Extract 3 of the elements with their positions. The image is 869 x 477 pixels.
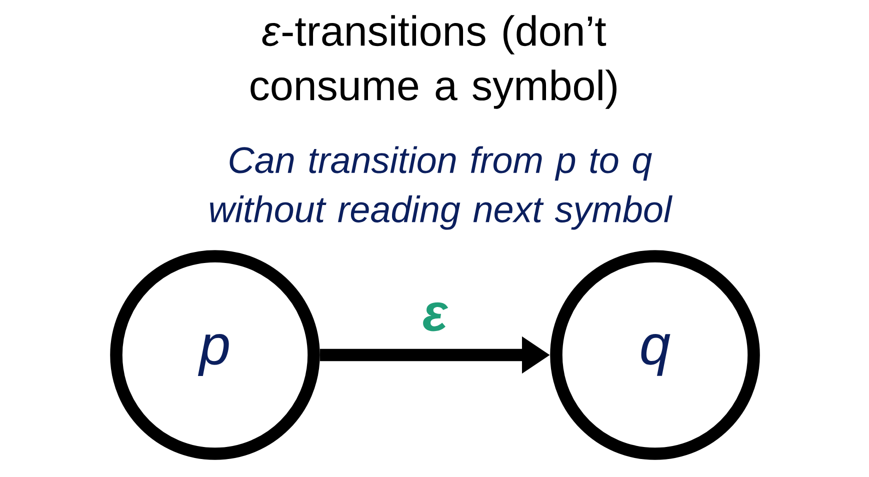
title: ε-transitions (don’t consume a symbol) (250, 15, 616, 109)
edge-label: ε (423, 302, 448, 332)
handwritten-note: Can transition from p to q without reading next symbol (210, 146, 673, 230)
